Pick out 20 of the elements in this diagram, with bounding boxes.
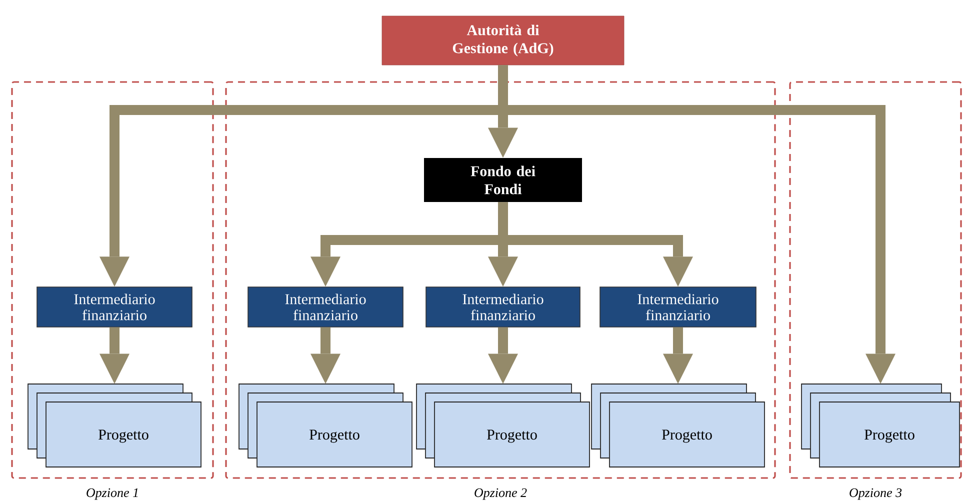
intermediary-box: Intermediario finanziario: [248, 286, 404, 328]
arrow: [663, 327, 693, 384]
arrow: [498, 65, 896, 384]
node-label: Opzione 2: [474, 488, 527, 500]
authority-box: Autorità di Gestione (AdG): [382, 16, 624, 66]
project-stack: Progetto: [238, 384, 412, 468]
node-label: Opzione 3: [850, 488, 902, 500]
project-stack: Progetto: [801, 384, 960, 468]
arrow: [310, 327, 340, 384]
project-stack: Progetto: [416, 384, 590, 468]
node-label: Opzione 1: [86, 488, 138, 500]
project-stack: Progetto: [591, 384, 765, 468]
arrow: [100, 327, 130, 384]
project-stack: Progetto: [28, 384, 202, 468]
intermediary-box: Intermediario finanziario: [600, 286, 756, 328]
intermediary-box: Intermediario finanziario: [426, 286, 580, 328]
arrow: [488, 327, 518, 384]
fund-box: Fondo dei Fondi: [424, 158, 582, 202]
intermediary-box: Intermediario finanziario: [36, 286, 192, 328]
arrow: [498, 202, 693, 287]
